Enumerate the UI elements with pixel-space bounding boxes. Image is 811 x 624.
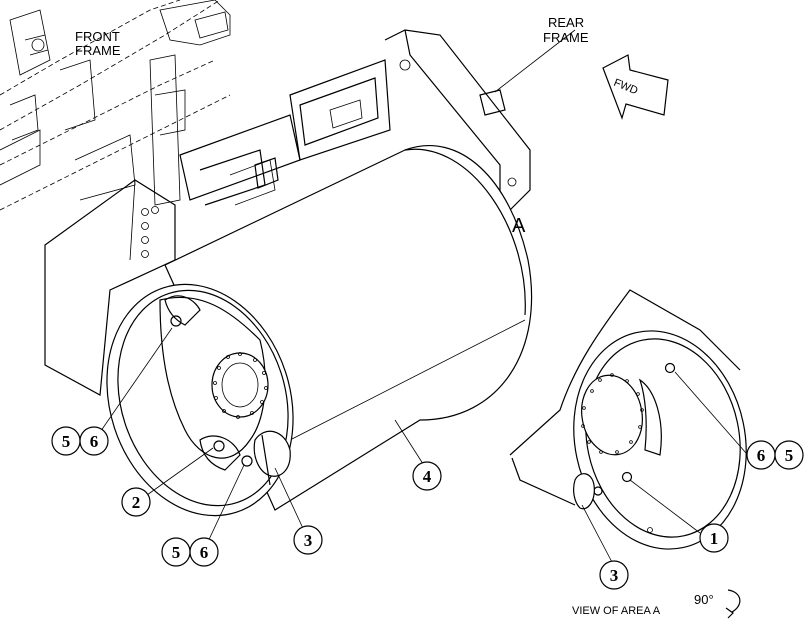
svg-text:6: 6 [200, 543, 209, 562]
callout-6-top: 6 [79, 426, 109, 456]
svg-text:5: 5 [172, 543, 181, 562]
callout-1: 1 [699, 523, 729, 553]
svg-text:6: 6 [90, 432, 99, 451]
hub-bolt-ring [213, 352, 268, 419]
drum-assembly [106, 145, 533, 517]
callout-5-bottom: 5 [161, 537, 191, 567]
callout-3-left: 3 [293, 525, 323, 555]
svg-text:4: 4 [423, 467, 432, 486]
leader-lines [95, 29, 747, 567]
svg-text:5: 5 [62, 432, 71, 451]
callout-6-bottom: 6 [189, 537, 219, 567]
area-a-detail [509, 289, 747, 550]
fwd-arrow-icon: FWD [602, 54, 669, 120]
svg-text:3: 3 [610, 566, 619, 585]
rotation-label: 90° [694, 592, 714, 607]
rear-frame-label-line1: REAR [548, 15, 584, 30]
callout-4: 4 [412, 461, 442, 491]
front-frame-label-line1: FRONT [75, 29, 120, 44]
callout-5-right: 5 [774, 440, 804, 470]
svg-text:2: 2 [132, 493, 141, 512]
left-support-plate [44, 179, 176, 396]
rear-frame-label-line2: FRAME [543, 30, 589, 45]
callout-6-right: 6 [746, 440, 776, 470]
svg-text:1: 1 [710, 529, 719, 548]
area-a-label: A [512, 215, 526, 237]
svg-text:3: 3 [304, 531, 313, 550]
svg-text:5: 5 [785, 446, 794, 465]
front-frame [0, 0, 231, 211]
view-of-area-label: VIEW OF AREA A [572, 605, 661, 617]
callout-2: 2 [121, 487, 151, 517]
callout-5-top: 5 [51, 426, 81, 456]
svg-text:6: 6 [757, 446, 766, 465]
rotation-arrow-icon [725, 589, 741, 619]
front-frame-label-line2: FRAME [75, 43, 121, 58]
area-a-bolt-ring [581, 373, 644, 454]
callout-3-right: 3 [599, 560, 629, 590]
